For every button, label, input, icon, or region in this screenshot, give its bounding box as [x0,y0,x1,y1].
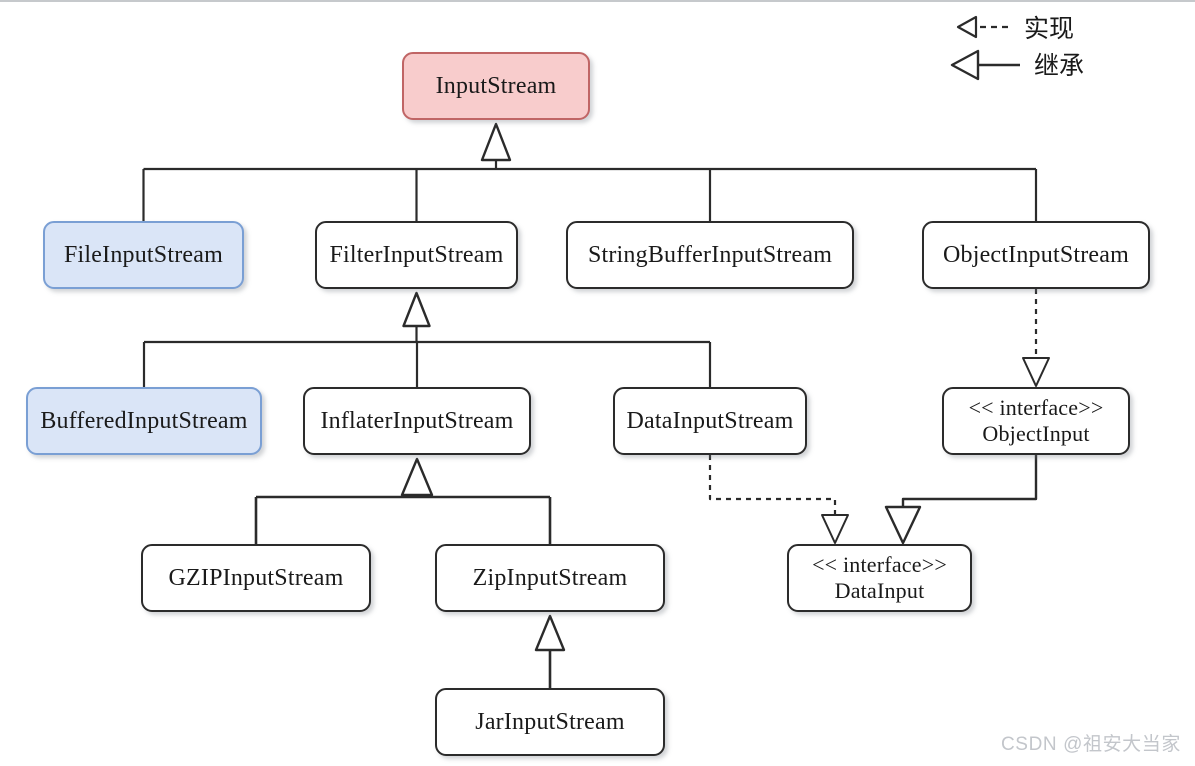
inherit-arrowhead [482,124,510,160]
class-name-label: DataInput [835,578,925,604]
edge-jarinputstream-to-zipinputstream [536,616,564,688]
class-node-GZIPInputStream[interactable]: GZIPInputStream [141,544,371,612]
class-node-BufferedInputStream[interactable]: BufferedInputStream [26,387,262,455]
edge-datainputstream-implements-datainput [710,455,848,543]
legend-implement-line [958,17,1010,37]
inherit-arrowhead [402,459,432,495]
edge-objectinput-inherits-datainput [886,455,1036,543]
class-name-label: ObjectInput [982,421,1089,447]
legend-item-inherit: 继承 [1028,46,1084,82]
stereotype-label: << interface>> [969,395,1104,421]
csdn-watermark: CSDN @祖安大当家 [1001,729,1181,756]
legend: 实现 继承 [940,4,1190,84]
legend-item-implement: 实现 [1018,9,1074,45]
class-name-label: FileInputStream [64,241,223,269]
class-name-label: InputStream [436,72,557,100]
edge-line [710,455,835,516]
class-name-label: DataInputStream [627,407,794,435]
class-node-InflaterInputStream[interactable]: InflaterInputStream [303,387,531,455]
class-name-label: ZipInputStream [473,564,628,592]
class-node-ObjectInputStream[interactable]: ObjectInputStream [922,221,1150,289]
class-name-label: BufferedInputStream [40,407,247,435]
edge-group-inflaterinputstream-children [256,459,550,544]
edge-group-filterinputstream-children [144,293,710,387]
class-node-DataInputStream[interactable]: DataInputStream [613,387,807,455]
implement-arrowhead [1023,358,1049,386]
class-name-label: ObjectInputStream [943,241,1129,269]
class-name-label: FilterInputStream [329,241,503,269]
class-name-label: JarInputStream [475,708,624,736]
legend-inherit-line [952,51,1020,79]
edge-objectinputstream-implements-objectinput [1023,289,1049,386]
legend-label-inherit: 继承 [1034,46,1084,82]
class-node-ObjectInput[interactable]: << interface>>ObjectInput [942,387,1130,455]
class-node-DataInput[interactable]: << interface>>DataInput [787,544,972,612]
edge-line [903,455,1036,508]
implement-arrowhead [822,515,848,543]
class-node-FilterInputStream[interactable]: FilterInputStream [315,221,518,289]
class-name-label: StringBufferInputStream [588,241,832,269]
legend-label-implement: 实现 [1024,9,1074,45]
inherit-arrowhead [404,293,430,326]
stereotype-label: << interface>> [812,552,947,578]
class-node-JarInputStream[interactable]: JarInputStream [435,688,665,756]
edge-group-inputstream-children [144,124,1037,221]
class-name-label: GZIPInputStream [169,564,344,592]
inherit-arrowhead [886,507,920,543]
class-name-label: InflaterInputStream [320,407,513,435]
class-node-FileInputStream[interactable]: FileInputStream [43,221,244,289]
class-node-StringBufferInputStream[interactable]: StringBufferInputStream [566,221,854,289]
inherit-arrowhead [536,616,564,650]
class-node-InputStream[interactable]: InputStream [402,52,590,120]
class-node-ZipInputStream[interactable]: ZipInputStream [435,544,665,612]
